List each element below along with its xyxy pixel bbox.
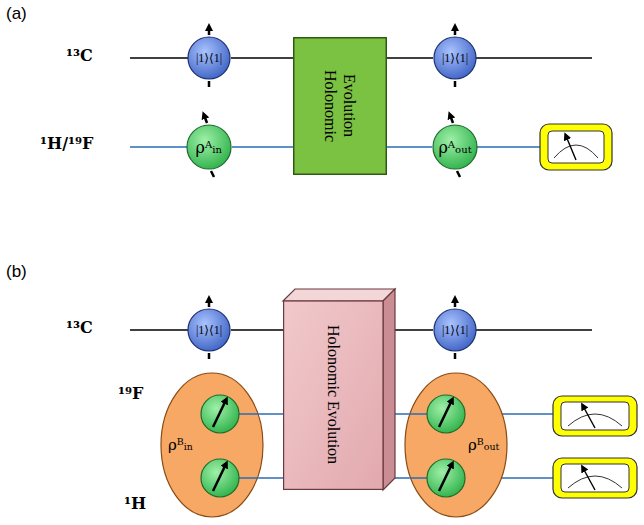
spin-arrow — [208, 27, 211, 35]
spin-arrow — [204, 115, 207, 123]
spin-line — [130, 57, 188, 59]
state-label: |1⟩⟨1| — [196, 323, 222, 338]
spin-line — [239, 413, 259, 415]
spin-arrow — [439, 400, 452, 427]
spin-arrow — [208, 299, 211, 307]
spin-arrow — [457, 171, 460, 177]
spin-line — [231, 57, 293, 59]
state-label: |1⟩⟨1| — [442, 323, 468, 338]
evolution-box-outline — [293, 37, 387, 175]
spin-arrow — [213, 464, 226, 491]
spin-line — [410, 477, 427, 479]
spin-line — [231, 329, 283, 331]
spin-line — [476, 329, 592, 331]
spin-line — [409, 413, 427, 415]
spin-arrow — [454, 81, 457, 87]
spin-arrow — [454, 27, 457, 35]
spin-line — [476, 57, 592, 59]
spin-circle — [201, 459, 239, 497]
box-title: Holonomic Evolution — [323, 325, 342, 464]
state-ellipse: ρᴮₒᵤₜ — [404, 372, 508, 518]
meter — [553, 458, 637, 498]
spin-arrow — [454, 353, 457, 359]
spin-line — [395, 477, 410, 479]
spin-arrow — [439, 464, 452, 491]
nucleus-label: ¹H/¹⁹F — [40, 134, 93, 153]
ket-circle: |1⟩⟨1| — [433, 36, 477, 80]
state-label: ρᴬᵢₙ — [196, 138, 223, 157]
spin-line — [130, 329, 188, 331]
meter — [540, 124, 612, 170]
nucleus-label: ¹³C — [66, 318, 93, 337]
spin-line — [395, 329, 433, 331]
ket-circle: |1⟩⟨1| — [187, 308, 231, 352]
spin-circle: ρᴬₒᵤₜ — [432, 124, 478, 170]
spin-circle — [427, 395, 465, 433]
spin-line — [130, 146, 187, 148]
spin-line — [259, 413, 283, 415]
spin-line — [387, 146, 432, 148]
spin-line — [239, 477, 258, 479]
state-label: ρᴮₒᵤₜ — [468, 436, 572, 454]
nucleus-label: ¹H — [124, 494, 146, 513]
spin-arrow — [208, 81, 211, 87]
box-title: Holonomic Evolution — [321, 37, 359, 175]
ket-circle: |1⟩⟨1| — [187, 36, 231, 80]
nucleus-label: ¹³C — [66, 46, 93, 65]
spin-line — [395, 413, 409, 415]
ket-circle: |1⟩⟨1| — [433, 308, 477, 352]
spin-arrow — [213, 400, 226, 427]
panel-label: (a) — [6, 4, 27, 24]
spin-arrow — [211, 171, 214, 177]
state-label: ρᴮᵢₙ — [168, 436, 272, 454]
meter — [553, 396, 637, 436]
spin-arrow — [450, 115, 453, 123]
spin-line — [387, 57, 433, 59]
nucleus-label: ¹⁹F — [118, 384, 143, 403]
spin-line — [258, 477, 283, 479]
spin-arrow — [208, 353, 211, 359]
state-label: |1⟩⟨1| — [442, 51, 468, 66]
spin-circle: ρᴬᵢₙ — [186, 124, 232, 170]
evolution-box: Holonomic Evolution — [293, 37, 387, 175]
spin-line — [477, 146, 541, 148]
spin-line — [232, 146, 293, 148]
state-label: ρᴬₒᵤₜ — [438, 138, 471, 157]
state-ellipse: ρᴮᵢₙ — [160, 372, 264, 518]
spin-circle — [201, 395, 239, 433]
panel-label: (b) — [6, 262, 27, 282]
spin-arrow — [454, 299, 457, 307]
state-label: |1⟩⟨1| — [196, 51, 222, 66]
evolution-box: Holonomic Evolution — [283, 289, 395, 490]
spin-circle — [427, 459, 465, 497]
